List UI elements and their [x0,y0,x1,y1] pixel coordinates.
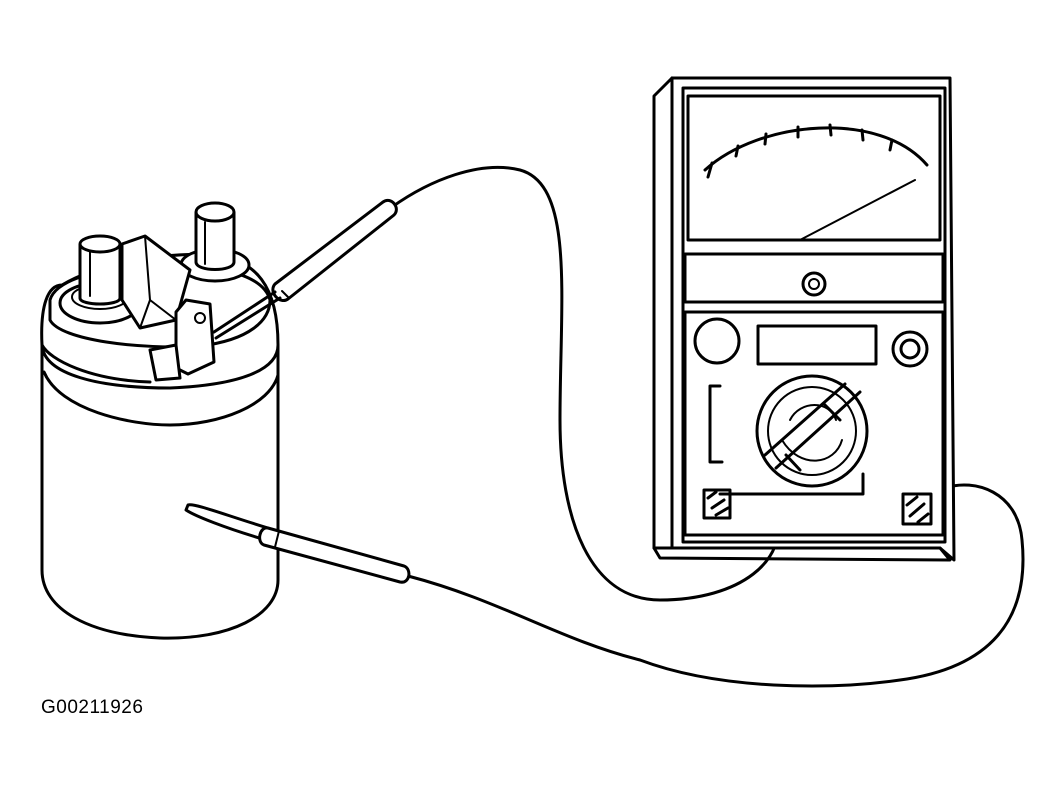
upper-probe-handle [271,199,398,302]
range-window [756,324,878,366]
solenoid [40,201,280,640]
upper-test-probe [212,199,398,340]
figure-id-label: G00211926 [41,697,144,718]
analog-multimeter [652,76,956,562]
meter-scale-arc [703,126,929,172]
left-input-jack [702,488,732,520]
lower-probe-handle [258,526,411,584]
meter-case [670,76,956,562]
meter-needle [799,179,916,241]
upper-probe-tip [212,290,277,334]
lower-lead-wire [406,483,1025,688]
left-round-button [693,317,741,365]
right-round-knob [891,330,929,368]
meter-face-frame [681,86,947,544]
zero-adjust-panel [683,252,945,304]
right-input-jack [901,492,933,526]
range-selector-dial [755,374,869,488]
meter-scale-ticks [706,123,894,179]
control-panel [683,310,945,537]
spade-terminal [174,298,216,376]
lower-test-probe [184,503,411,584]
meter-case-side [652,76,674,550]
zero-adjust-knob [801,271,827,297]
meter-dial-window [686,94,942,242]
